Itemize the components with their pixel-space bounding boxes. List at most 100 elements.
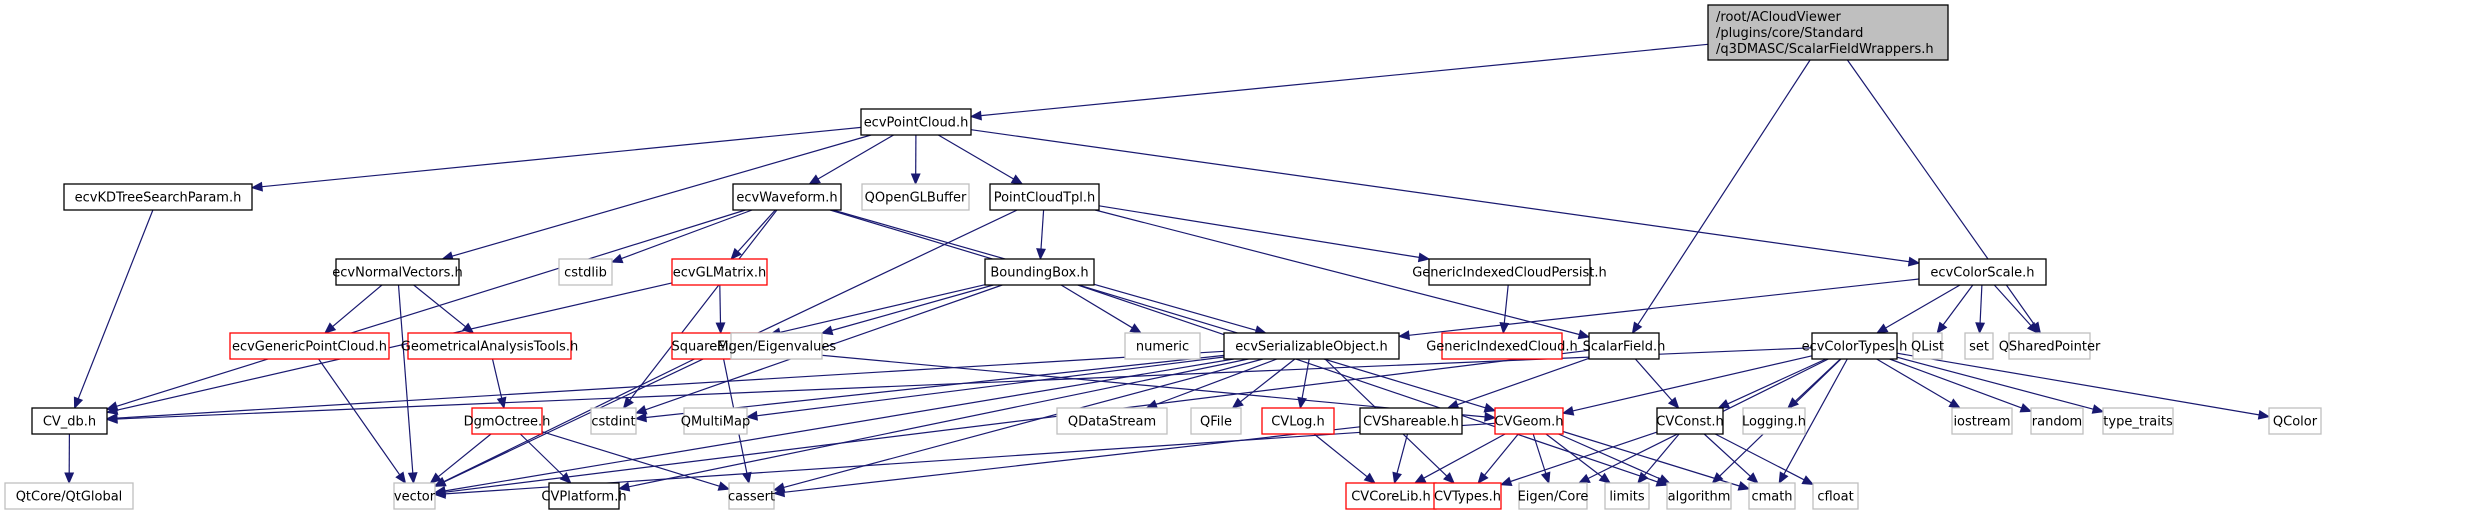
- arrowhead-icon: [1561, 405, 1575, 416]
- arrowhead-icon: [395, 471, 407, 485]
- node-cassert: cassert: [728, 482, 775, 510]
- node-label: cassert: [728, 490, 775, 505]
- node-QOpenGLBuffer: QOpenGLBuffer: [861, 183, 970, 211]
- arrowhead-icon: [1540, 471, 1551, 485]
- node-GeometricalAnalysisTools[interactable]: GeometricalAnalysisTools.h: [401, 332, 578, 360]
- node-ecvWaveform[interactable]: ecvWaveform.h: [732, 183, 842, 211]
- node-box: [1359, 407, 1463, 435]
- edge-line: [783, 426, 1361, 493]
- node-label: QFile: [1200, 415, 1232, 430]
- node-QFile: QFile: [1190, 407, 1242, 435]
- node-CVShareable[interactable]: CVShareable.h: [1359, 407, 1463, 435]
- node-box: [1433, 482, 1502, 510]
- node-label: algorithm: [1668, 490, 1731, 505]
- node-iostream: iostream: [1951, 407, 2013, 435]
- node-ecvNormalVectors[interactable]: ecvNormalVectors.h: [332, 258, 463, 286]
- node-label: ecvColorTypes.h: [1802, 340, 1908, 355]
- edge-CVShareable-to-cassert: [772, 426, 1361, 498]
- node-DgmOctree[interactable]: DgmOctree.h: [464, 407, 551, 435]
- edge-line: [1396, 433, 1409, 474]
- node-ecvGenericPointCloud[interactable]: ecvGenericPointCloud.h: [229, 332, 390, 360]
- arrowhead-icon: [1577, 329, 1591, 340]
- edge-CVConst-to-cfloat: [1714, 433, 1815, 485]
- node-ecvColorTypes[interactable]: ecvColorTypes.h: [1802, 332, 1908, 360]
- node-box: [1742, 407, 1806, 435]
- edge-line: [332, 284, 383, 328]
- arrowhead-icon: [617, 481, 631, 492]
- node-CVTypes[interactable]: CVTypes.h: [1433, 482, 1502, 510]
- node-label: CVPlatform.h: [541, 490, 626, 505]
- node-box: [1428, 258, 1591, 286]
- edge-ecvWaveform-to-ecvGLMatrix: [730, 209, 776, 260]
- node-root[interactable]: /root/ACloudViewer/plugins/core/Standard…: [1707, 4, 1949, 61]
- node-CVConst[interactable]: CVConst.h: [1656, 407, 1724, 435]
- arrowhead-icon: [717, 481, 731, 491]
- node-label: ScalarField.h: [1583, 340, 1666, 355]
- arrowhead-icon: [64, 472, 75, 485]
- arrowhead-icon: [1010, 174, 1024, 185]
- node-box: [1812, 482, 1859, 510]
- edge-line: [519, 433, 564, 477]
- edge-CVGeom-to-CVTypes: [1477, 433, 1519, 485]
- node-GenericIndexedCloud[interactable]: GenericIndexedCloud.h: [1426, 332, 1578, 360]
- edge-DgmOctree-to-CVPlatform: [519, 433, 572, 484]
- edge-line: [1484, 433, 1519, 476]
- nodes-layer: /root/ACloudViewer/plugins/core/Standard…: [4, 4, 2322, 510]
- arrowhead-icon: [745, 410, 758, 421]
- edge-line: [629, 209, 778, 401]
- node-label: CV_db.h: [43, 415, 96, 430]
- node-CVPlatform[interactable]: CVPlatform.h: [541, 482, 627, 510]
- node-ecvPointCloud[interactable]: ecvPointCloud.h: [860, 108, 972, 136]
- edge-ecvNormalVectors-to-ecvGenericPointCloud: [324, 284, 383, 334]
- edge-CVGeom-to-EigenCore: [1532, 433, 1551, 485]
- node-label: QColor: [2273, 415, 2318, 430]
- node-label: CVTypes.h: [1434, 490, 1501, 505]
- node-CVLog[interactable]: CVLog.h: [1261, 407, 1335, 435]
- node-label: CVCoreLib.h: [1351, 490, 1431, 505]
- node-label: QOpenGLBuffer: [865, 191, 967, 206]
- node-label: type_traits: [2103, 415, 2173, 430]
- edge-ecvWaveform-to-CVGeom: [829, 209, 1497, 413]
- arrowhead-icon: [1577, 473, 1591, 484]
- edge-CVLog-to-CVCoreLib: [1313, 433, 1376, 484]
- node-GenericIndexedCloudPersist[interactable]: GenericIndexedCloudPersist.h: [1412, 258, 1607, 286]
- node-box: [229, 332, 390, 360]
- node-box: [1748, 482, 1796, 510]
- edge-ecvKDTreeSearchParam-to-CV_db: [73, 209, 154, 410]
- node-QMultiMap: QMultiMap: [681, 407, 750, 435]
- node-label: CVGeom.h: [1494, 415, 1563, 430]
- arrowhead-icon: [1631, 321, 1643, 335]
- node-ecvColorScale[interactable]: ecvColorScale.h: [1918, 258, 2047, 286]
- edge-ScalarField-to-CVShareable: [1446, 357, 1590, 410]
- edge-ecvPointCloud-to-QOpenGLBuffer: [910, 134, 921, 186]
- node-CV_db[interactable]: CV_db.h: [31, 407, 108, 435]
- node-set: set: [1964, 332, 1994, 360]
- node-label: cstdlib: [564, 266, 607, 281]
- node-box: [671, 258, 768, 286]
- arrowhead-icon: [610, 253, 624, 264]
- node-label: ecvColorScale.h: [1930, 266, 2034, 281]
- edge-ecvColorScale-to-QSharedPointer: [1993, 284, 2039, 334]
- edge-line: [451, 134, 872, 257]
- node-CVGeom[interactable]: CVGeom.h: [1494, 407, 1564, 435]
- arrowhead-icon: [559, 472, 572, 484]
- node-ScalarField[interactable]: ScalarField.h: [1583, 332, 1666, 360]
- arrowhead-icon: [1413, 473, 1427, 484]
- node-ecvGLMatrix[interactable]: ecvGLMatrix.h: [671, 258, 768, 286]
- node-PointCloudTpl[interactable]: PointCloudTpl.h: [989, 183, 1100, 211]
- edge-CVGeom-to-vector: [433, 422, 1496, 499]
- edge-ecvSerializableObject-to-CVLog: [1297, 358, 1310, 410]
- edge-line: [116, 282, 673, 411]
- edge-GenericIndexedCloudPersist-to-GenericIndexedCloud: [1499, 284, 1510, 335]
- edge-line: [628, 358, 1249, 488]
- node-BoundingBox[interactable]: BoundingBox.h: [984, 258, 1095, 286]
- node-label: set: [1969, 340, 1989, 355]
- node-cstdlib: cstdlib: [558, 258, 613, 286]
- node-ecvSerializableObject[interactable]: ecvSerializableObject.h: [1223, 332, 1400, 360]
- node-CVCoreLib[interactable]: CVCoreLib.h: [1345, 482, 1437, 510]
- arrowhead-icon: [1036, 248, 1046, 261]
- edge-line: [1885, 284, 1961, 329]
- edge-ecvPointCloud-to-PointCloudTpl: [937, 134, 1024, 185]
- node-ecvKDTreeSearchParam[interactable]: ecvKDTreeSearchParam.h: [63, 183, 253, 211]
